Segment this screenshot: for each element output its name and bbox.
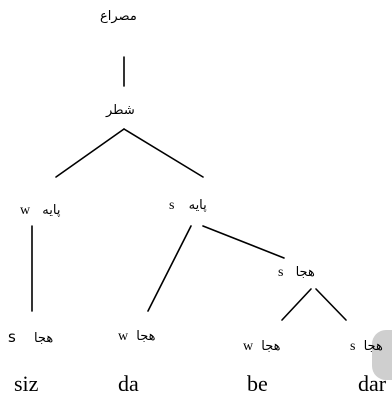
node-syl-dar: s هجا [350,340,383,354]
node-foot-w: w پایه [20,204,60,218]
node-foot-w-label: پایه [42,203,61,218]
node-syl-da-tag: w [118,329,129,344]
node-syl-s-mid-tag: s [278,265,284,280]
node-syl-siz-label: هجا [33,331,54,346]
node-syl-siz: s هجا [8,328,54,346]
node-syl-da: w هجا [118,330,155,344]
node-syl-be: w هجا [243,340,280,354]
word-be: be [247,371,268,396]
node-syl-siz-tag: s [8,328,16,346]
edge-foot-s-syl-da [147,225,192,312]
edge-shatr-foot-w [55,128,125,178]
node-shatr-label: شطر [106,103,135,118]
edge-shatr-foot-s [123,128,204,178]
node-foot-s-tag: s [169,198,175,213]
node-shatr: شطر [106,104,135,117]
node-syl-s-mid-label: هجا [295,265,315,280]
node-syl-dar-tag: s [350,339,356,354]
edge-foot-s-syl-s-mid [202,225,285,259]
page-corner-shade [372,330,392,380]
node-misra: مصراع [100,10,137,23]
node-syl-da-label: هجا [136,329,156,344]
node-syl-be-label: هجا [261,339,281,354]
word-da: da [118,371,139,396]
node-foot-w-tag: w [20,203,31,218]
node-foot-s: s پایه [169,199,207,213]
node-misra-label: مصراع [100,9,137,24]
word-siz: siz [14,371,39,396]
node-syl-s-mid: s هجا [278,266,315,280]
edge-syl-s-mid-syl-dar [315,288,347,321]
node-syl-dar-label: هجا [363,339,383,354]
edge-syl-s-mid-syl-be [281,288,312,321]
node-syl-be-tag: w [243,339,254,354]
word-dar: dar [358,371,387,396]
node-foot-s-label: پایه [188,198,207,213]
